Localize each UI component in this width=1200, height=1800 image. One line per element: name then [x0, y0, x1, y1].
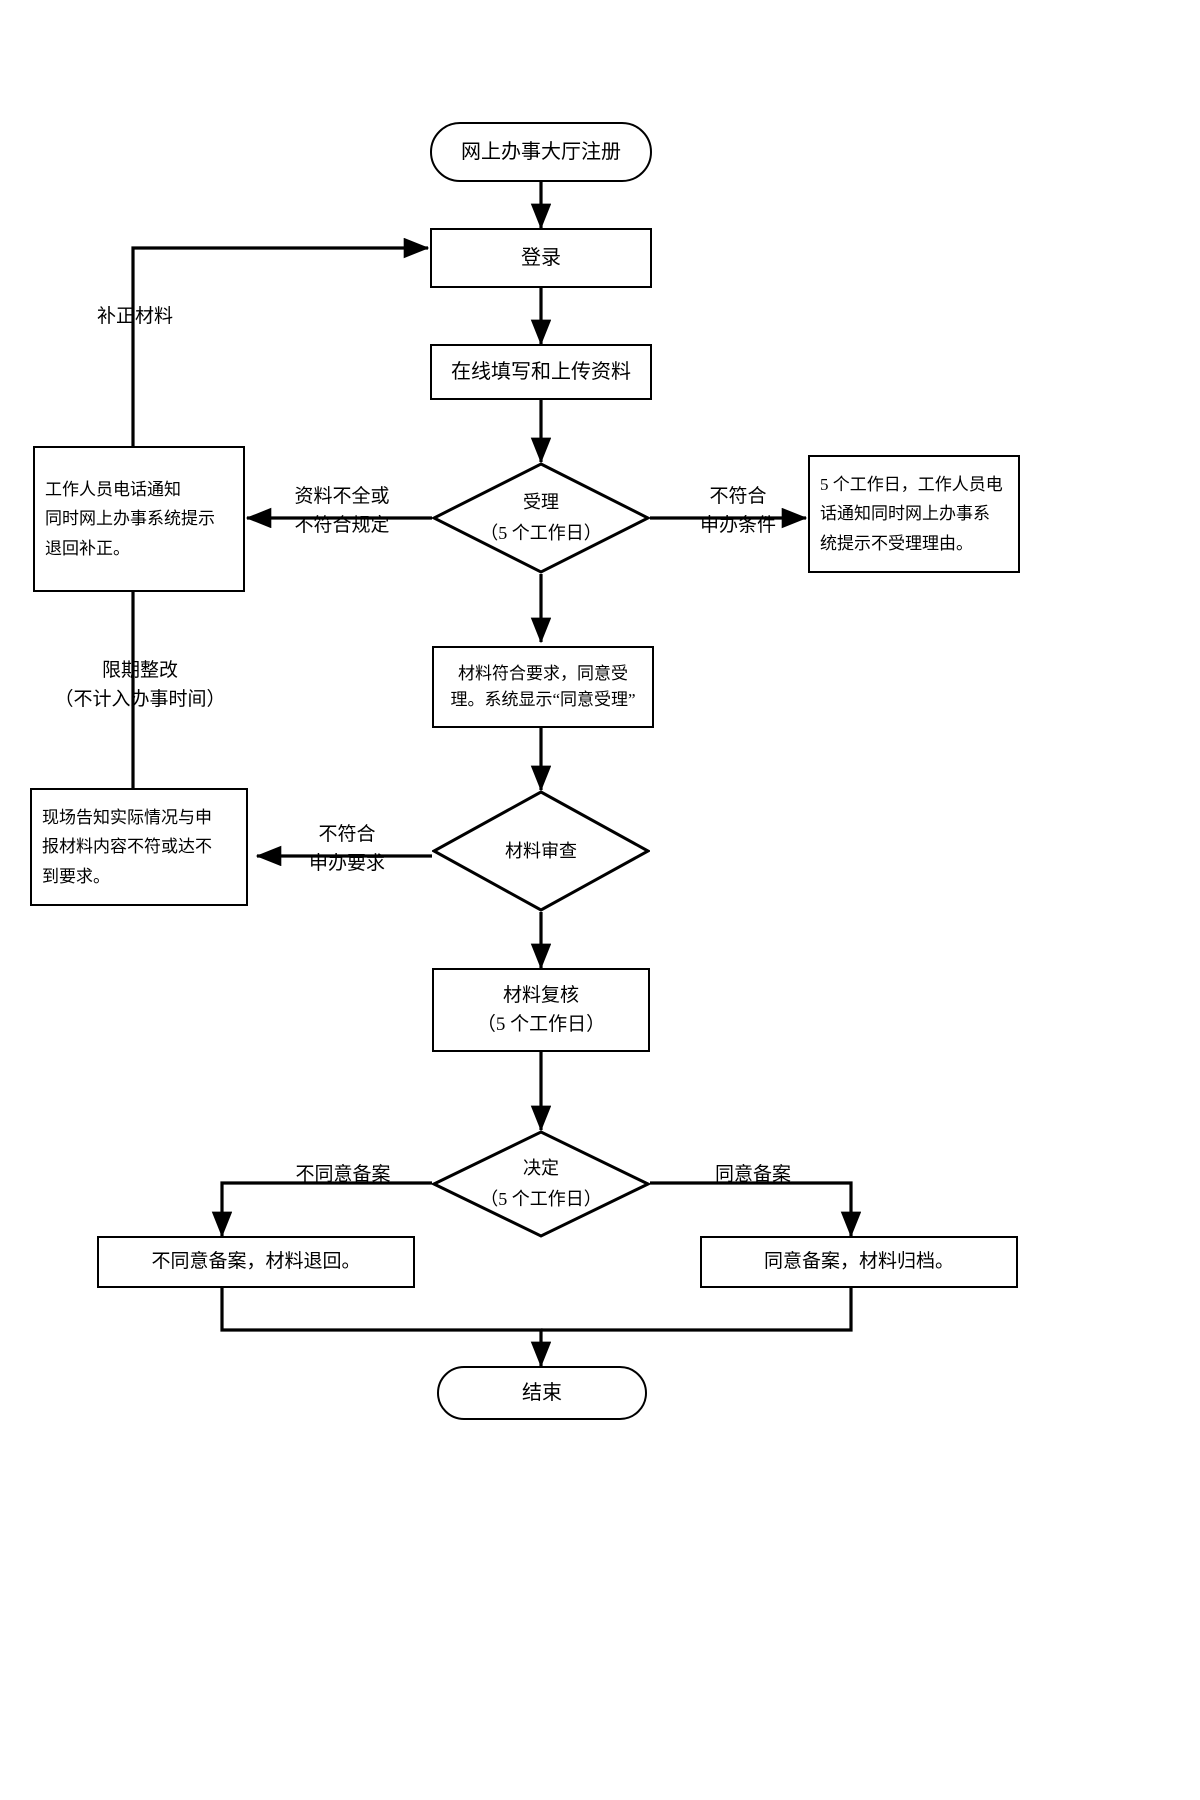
- edge-label-fix-material: 补正材料: [96, 306, 173, 327]
- edge-label-agree: 同意备案: [714, 1164, 791, 1185]
- edge-label-not-meet-requirement: 不符合 申办要求: [308, 824, 385, 875]
- node-fill-upload[interactable]: 在线填写和上传资料: [430, 344, 652, 400]
- node-accept[interactable]: 受理 （5 个工作日）: [432, 462, 650, 574]
- node-recheck-label: 材料复核 （5 个工作日）: [476, 984, 606, 1035]
- edge-decision-disagree: [211, 1181, 432, 1238]
- node-onsite-notice[interactable]: 现场告知实际情况与申 报材料内容不符或达不 到要求。: [30, 788, 248, 906]
- node-login-label: 登录: [521, 246, 561, 269]
- node-start-label: 网上办事大厅注册: [461, 140, 621, 163]
- node-agree-accept[interactable]: 材料符合要求，同意受 理。系统显示“同意受理”: [432, 646, 654, 728]
- node-material-review-label: 材料审查: [505, 840, 577, 861]
- node-end-label: 结束: [522, 1381, 562, 1404]
- node-start[interactable]: 网上办事大厅注册: [430, 122, 652, 182]
- edge-disagree-end: [220, 1288, 552, 1368]
- node-return-fix[interactable]: 工作人员电话通知 同时网上办事系统提示 退回补正。: [33, 446, 245, 592]
- edge-label-not-qualified: 不符合 申办条件: [699, 486, 776, 537]
- node-fill-upload-label: 在线填写和上传资料: [451, 360, 631, 383]
- node-onsite-notice-label: 现场告知实际情况与申 报材料内容不符或达不 到要求。: [42, 808, 212, 886]
- node-disagree-record-label: 不同意备案，材料退回。: [151, 1251, 361, 1273]
- node-agree-accept-label: 材料符合要求，同意受 理。系统显示“同意受理”: [450, 663, 636, 709]
- edge-label-disagree: 不同意备案: [295, 1164, 391, 1185]
- node-login[interactable]: 登录: [430, 228, 652, 288]
- edge-label-deadline-fix: 限期整改 （不计入办事时间）: [54, 660, 226, 711]
- edge-decision-agree: [650, 1181, 862, 1238]
- edge-returnfix-login-loop: [131, 237, 430, 446]
- node-agree-record-label: 同意备案，材料归档。: [763, 1251, 954, 1273]
- node-material-review[interactable]: 材料审查: [432, 790, 650, 912]
- edge-label-incomplete: 资料不全或 不符合规定: [294, 486, 390, 537]
- node-not-accept-label: 5 个工作日，工作人员电 话通知同时网上办事系 统提示不受理理由。: [820, 475, 1003, 553]
- node-end[interactable]: 结束: [437, 1366, 647, 1420]
- node-decision-label: 决定 （5 个工作日）: [480, 1158, 602, 1209]
- node-not-accept[interactable]: 5 个工作日，工作人员电 话通知同时网上办事系 统提示不受理理由。: [808, 455, 1020, 573]
- node-agree-record[interactable]: 同意备案，材料归档。: [700, 1236, 1018, 1288]
- node-decision[interactable]: 决定 （5 个工作日）: [432, 1130, 650, 1238]
- node-return-fix-label: 工作人员电话通知 同时网上办事系统提示 退回补正。: [45, 480, 215, 558]
- node-accept-label: 受理 （5 个工作日）: [480, 492, 602, 543]
- node-recheck[interactable]: 材料复核 （5 个工作日）: [432, 968, 650, 1052]
- node-disagree-record[interactable]: 不同意备案，材料退回。: [97, 1236, 415, 1288]
- edge-agree-end: [541, 1288, 853, 1332]
